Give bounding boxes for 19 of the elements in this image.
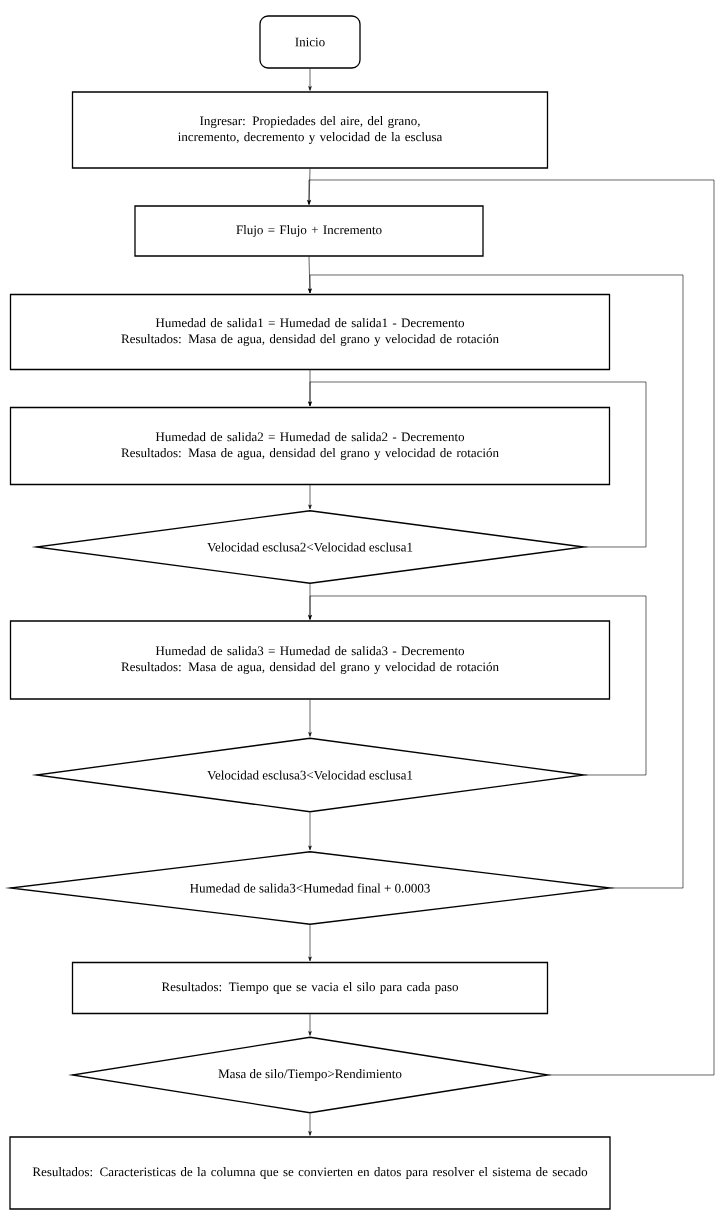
arrow xyxy=(307,179,715,1076)
arrow xyxy=(308,812,312,851)
process-box: Humedad de salida1 = Humedad de salida1 - Decremento Resultados: Masa de agua, densidad del grano y velocidad de rotación xyxy=(9,293,611,371)
process-box: Ingresar: Propiedades del aire, del grano, incremento, decremento y velocidad de la esclusa xyxy=(71,91,549,169)
arrow xyxy=(308,1013,312,1036)
arrow xyxy=(308,274,684,889)
arrow xyxy=(308,484,312,510)
start-terminal: Inicio xyxy=(259,15,361,69)
process-box: Resultados: Caracteristicas de la columna que se convierten en datos para resolver el sistema de secado xyxy=(9,1136,611,1210)
arrow xyxy=(308,924,312,962)
process-box: Flujo = Flujo + Incremento xyxy=(134,205,484,257)
process-box: Humedad de salida2 = Humedad de salida2 - Decremento Resultados: Masa de agua, densidad del grano y velocidad de rotación xyxy=(9,406,611,486)
process-box: Humedad de salida3 = Humedad de salida3 - Decremento Resultados: Masa de agua, densidad del grano y velocidad de rotación xyxy=(9,620,611,700)
arrow xyxy=(308,595,647,776)
arrow xyxy=(308,381,647,548)
arrow xyxy=(308,699,312,737)
process-box: Resultados: Tiempo que se vacia el silo para cada paso xyxy=(71,961,549,1015)
arrow xyxy=(308,1113,312,1136)
arrow xyxy=(308,68,312,91)
